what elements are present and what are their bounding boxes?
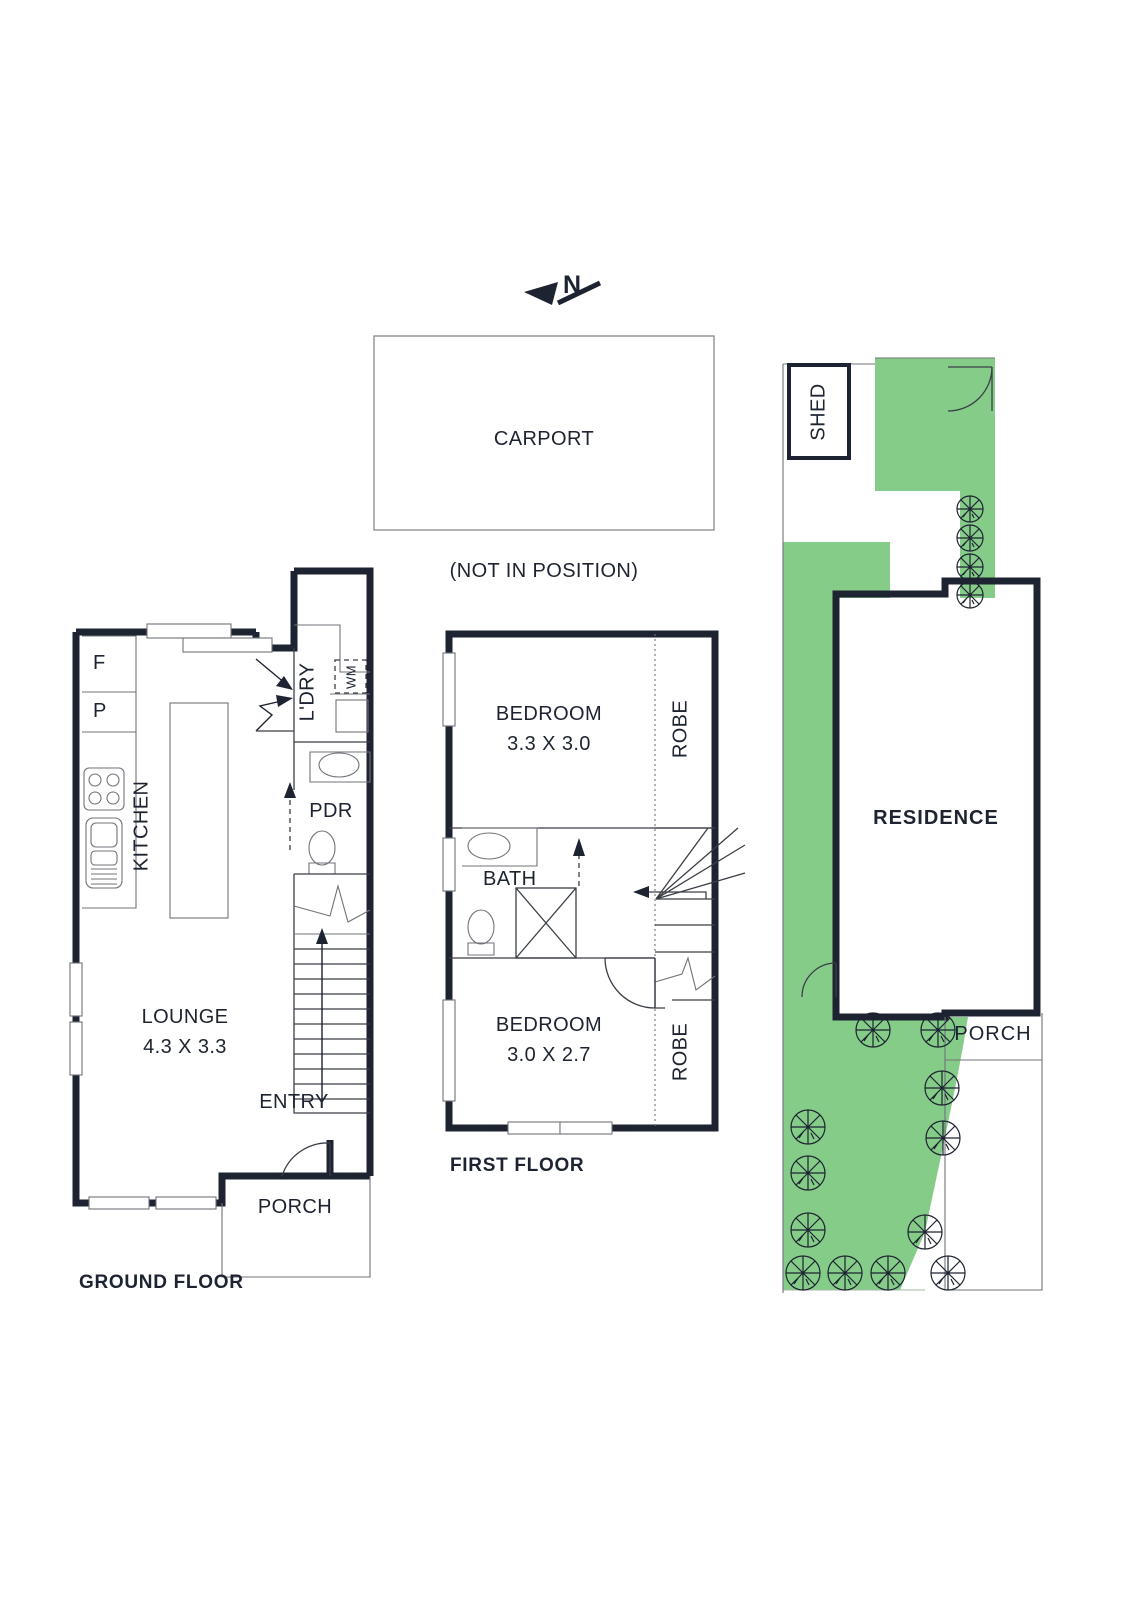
lounge-label: LOUNGE: [141, 1006, 229, 1028]
bath-label: BATH: [483, 868, 537, 890]
lounge-dimensions: 4.3 X 3.3: [143, 1036, 227, 1058]
bedroom-2-label: BEDROOM: [495, 1014, 603, 1036]
carport-note: (NOT IN POSITION): [449, 560, 639, 582]
pantry-label: P: [93, 700, 107, 722]
bedroom-1-label: BEDROOM: [495, 703, 603, 725]
ground-floor-title: GROUND FLOOR: [79, 1272, 244, 1293]
entry-label: ENTRY: [259, 1091, 329, 1113]
shed-label: SHED: [807, 383, 830, 441]
carport-label: CARPORT: [493, 428, 595, 450]
bedroom-1-dimensions: 3.3 X 3.0: [507, 733, 591, 755]
pdr-label: PDR: [309, 800, 353, 822]
fridge-label: F: [93, 652, 106, 674]
residence-label: RESIDENCE: [873, 807, 999, 829]
bedroom-2-dimensions: 3.0 X 2.7: [507, 1044, 591, 1066]
ground-porch-label: PORCH: [257, 1196, 333, 1218]
site-porch-label: PORCH: [954, 1023, 1032, 1045]
first-floor-title: FIRST FLOOR: [450, 1155, 585, 1176]
compass-label: N: [563, 271, 582, 299]
